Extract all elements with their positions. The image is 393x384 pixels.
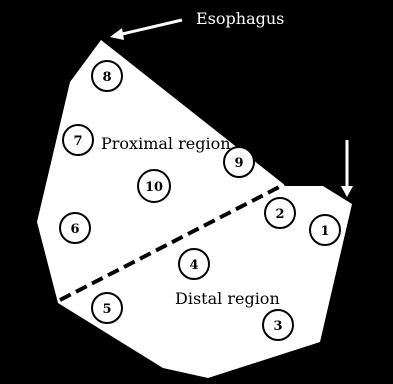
esophagus-label: Esophagus xyxy=(196,9,284,28)
svg-text:2: 2 xyxy=(275,207,284,222)
proximal-region-label: Proximal region xyxy=(101,134,231,153)
svg-text:7: 7 xyxy=(73,134,82,149)
pylorus-arrow xyxy=(341,140,353,197)
site-marker-1: 1 xyxy=(309,214,341,246)
site-marker-10: 10 xyxy=(137,169,171,203)
esophagus-arrow xyxy=(110,18,183,40)
site-marker-9: 9 xyxy=(223,146,255,178)
svg-text:3: 3 xyxy=(273,319,282,334)
site-marker-2: 2 xyxy=(264,197,296,229)
site-marker-5: 5 xyxy=(91,292,123,324)
svg-text:5: 5 xyxy=(102,302,111,317)
svg-text:10: 10 xyxy=(145,180,163,195)
svg-text:1: 1 xyxy=(320,224,329,239)
distal-region-label: Distal region xyxy=(175,289,280,308)
stomach-outline xyxy=(37,40,352,378)
site-marker-6: 6 xyxy=(59,212,91,244)
pylorus-label: Pylorus xyxy=(305,118,366,137)
site-marker-4: 4 xyxy=(178,248,210,280)
region-divider-line xyxy=(59,182,286,302)
site-marker-3: 3 xyxy=(262,309,294,341)
site-marker-7: 7 xyxy=(62,124,94,156)
site-marker-8: 8 xyxy=(91,60,123,92)
svg-text:9: 9 xyxy=(234,156,243,171)
svg-text:6: 6 xyxy=(70,222,79,237)
svg-text:8: 8 xyxy=(102,70,111,85)
svg-text:4: 4 xyxy=(189,258,198,273)
